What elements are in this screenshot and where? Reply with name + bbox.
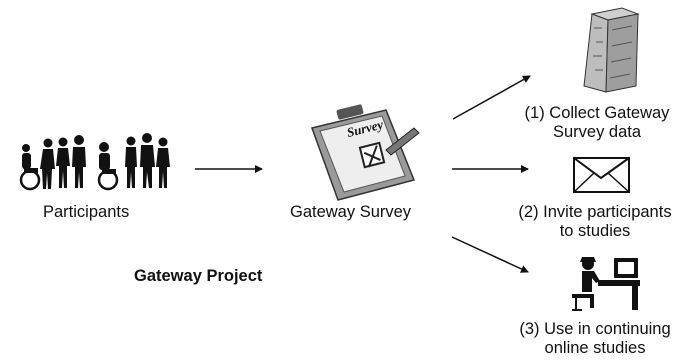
outcome-collect-text: (1) Collect Gateway Survey data xyxy=(512,104,682,142)
outcome-online-line2: online studies xyxy=(544,339,646,357)
envelope-icon xyxy=(573,157,630,193)
outcome-invite-line1: (2) Invite participants xyxy=(518,203,672,221)
database-column-icon xyxy=(583,7,640,93)
survey-label: Gateway Survey xyxy=(290,203,412,221)
outcome-collect-line1: (1) Collect Gateway xyxy=(524,104,670,122)
arrow-survey-to-collect xyxy=(452,75,531,120)
survey-clipboard-icon: Survey xyxy=(311,104,420,201)
arrow-survey-to-online xyxy=(451,236,529,273)
outcome-online-text: (3) Use in continuing online studies xyxy=(502,320,688,358)
project-title: Gateway Project xyxy=(134,267,263,285)
outcome-collect-line2: Survey data xyxy=(552,123,642,141)
outcome-online-line1: (3) Use in continuing xyxy=(519,320,671,338)
outcome-invite-line2: to studies xyxy=(559,222,631,240)
outcome-invite-text: (2) Invite participants to studies xyxy=(500,203,690,241)
person-at-computer-icon xyxy=(572,257,640,311)
participants-label: Participants xyxy=(43,203,130,221)
participants-silhouettes-icon xyxy=(19,133,170,191)
